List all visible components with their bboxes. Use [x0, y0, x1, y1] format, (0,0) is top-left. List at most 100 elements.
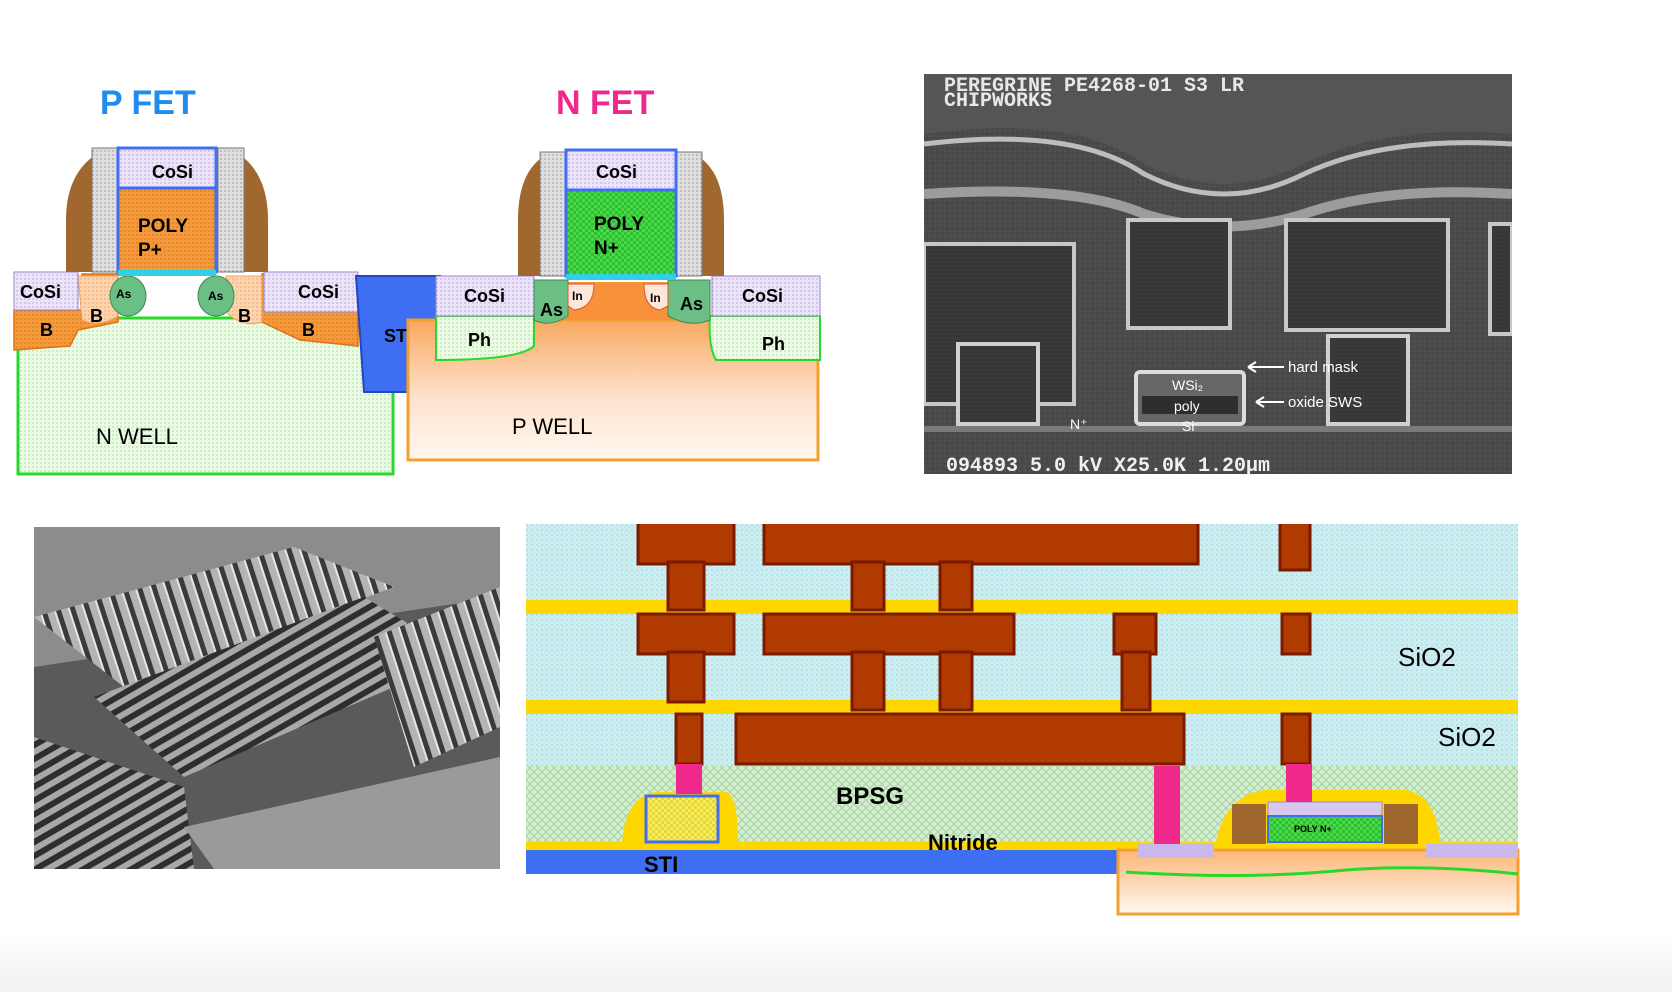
- interconnect-stack: POLY N+ SiO2 SiO2 BPSG Nitride STI: [526, 524, 1520, 916]
- right-sd-left: [1138, 844, 1214, 858]
- sem-via-left: [956, 342, 1040, 426]
- nfet-left-as-label: As: [540, 300, 563, 320]
- nfet-right-ph-label: Ph: [762, 334, 785, 354]
- liner-1: [526, 600, 1518, 614]
- sem-block-center: [1126, 218, 1232, 330]
- right-gate-poly-label: POLY N+: [1294, 824, 1332, 834]
- nfet-poly-label-1: POLY: [594, 214, 644, 235]
- nfet-right-as: [667, 279, 711, 324]
- contact-plug-right: [1286, 764, 1312, 802]
- liner-2: [526, 700, 1518, 714]
- nfet-poly-label-2: N+: [594, 238, 619, 259]
- nfet-gate-cosi: [564, 148, 678, 192]
- photo-rail-field-3: [374, 587, 500, 767]
- metal-top-plate: [762, 524, 1200, 566]
- nfet-poly-gate: [564, 188, 678, 278]
- interconnect-photo: [34, 527, 500, 869]
- n-well-label: N WELL: [96, 424, 178, 449]
- nfet-left-ph: [435, 315, 535, 362]
- sem-label-nplus: N⁺: [1070, 416, 1088, 432]
- pfet-right-pocket: [225, 275, 263, 325]
- sti-band: [526, 850, 1130, 874]
- right-gate-poly: [1267, 815, 1383, 843]
- pfet-b-label-1: B: [40, 320, 53, 340]
- pfet-title: P FET: [100, 84, 196, 122]
- sem-via-right: [1326, 334, 1410, 426]
- nfet-title: N FET: [556, 84, 654, 122]
- metal-mid-plate: [762, 612, 1016, 656]
- contact-plug-mid: [1154, 766, 1180, 844]
- nfet-right-cosi-label: CoSi: [742, 286, 783, 306]
- via-mid-3: [938, 650, 974, 712]
- photo-rail-field-4: [34, 737, 194, 869]
- sio2-lower-label: SiO2: [1438, 722, 1496, 752]
- sem-header-2: CHIPWORKS: [944, 90, 1052, 113]
- oxide-sws-arrow-icon: [1255, 396, 1284, 408]
- nfet-liner-right: [675, 151, 703, 277]
- poly-on-sti: [644, 794, 720, 844]
- nfet-right-in-label: In: [650, 291, 661, 305]
- sem-label-poly: poly: [1174, 398, 1200, 414]
- contact-plug-left: [676, 764, 702, 794]
- pfet-as-label-left: As: [116, 287, 132, 301]
- nfet-right-ph: [708, 315, 821, 361]
- via-top-2: [850, 560, 886, 612]
- pfet-b-label-2: B: [90, 306, 103, 326]
- sem-gate-poly: [1142, 396, 1238, 414]
- sem-block-edge: [1488, 222, 1512, 336]
- pfet-gate-oxide: [118, 270, 216, 276]
- right-spacer-right: [1384, 804, 1418, 844]
- nfet-right-as-label: As: [680, 294, 703, 314]
- via-top-1: [666, 560, 706, 612]
- metal-low-plate: [734, 712, 1186, 766]
- n-well: [16, 316, 395, 476]
- via-mid-4: [1120, 650, 1152, 712]
- hard-mask-arrow-icon: [1247, 361, 1284, 373]
- device-well: [1116, 848, 1520, 916]
- nfet-left-ph-label: Ph: [468, 330, 491, 350]
- sem-micrograph: WSi₂ poly Si N⁺ hard mask oxide SWS PERE…: [924, 74, 1512, 474]
- nfet-right-cosi: [711, 275, 821, 317]
- sio2-upper-label: SiO2: [1398, 642, 1456, 672]
- nfet-gate-cosi-label: CoSi: [596, 162, 637, 182]
- pfet-liner-left: [91, 147, 119, 273]
- pfet-right-cosi-label: CoSi: [298, 282, 339, 302]
- pfet-poly-label-2: P+: [138, 240, 162, 261]
- nitride-label: Nitride: [928, 830, 998, 855]
- right-sd-right: [1426, 844, 1518, 858]
- pfet-b-label-3: B: [238, 306, 251, 326]
- via-low-right: [1280, 712, 1312, 766]
- nfet-left-in-label: In: [572, 289, 583, 303]
- photo-floor: [184, 757, 500, 869]
- pfet-gate-cosi: [116, 146, 218, 190]
- nfet-left-cosi: [435, 275, 535, 317]
- pfet-gate-cosi-label: CoSi: [152, 162, 193, 182]
- metal-top-stub-right: [1278, 524, 1312, 572]
- pfet-poly-gate: [116, 186, 218, 274]
- nfet-left-as: [533, 279, 569, 324]
- nfet-right-in: [643, 283, 669, 311]
- sem-top-layer: [924, 74, 1512, 184]
- sem-annot-hard-mask: hard mask: [1288, 359, 1359, 376]
- nfet-gate-oxide: [566, 274, 676, 280]
- via-right-tall: [1280, 612, 1312, 656]
- sem-footer: 094893 5.0 kV X25.0K 1.20µm: [946, 455, 1270, 474]
- pfet-liner-right: [217, 147, 245, 273]
- photo-rail-field-1: [34, 547, 394, 687]
- pfet-left-cosi: [13, 271, 79, 311]
- sem-header-1: PEREGRINE PE4268-01 S3 LR: [944, 75, 1244, 98]
- fet-cross-section: P FET CoSi POLY P+ CoSi CoSi B B B B As …: [13, 84, 821, 476]
- via-mid-1: [666, 650, 706, 704]
- metal-mid-stub-left: [636, 612, 736, 656]
- sem-label-si: Si: [1182, 418, 1194, 434]
- sem-layer-line-1: [924, 136, 1512, 197]
- sem-block-right: [1284, 218, 1450, 332]
- via-low-left: [674, 712, 704, 766]
- pfet-poly-label-1: POLY: [138, 216, 188, 237]
- pfet-left-cosi-label: CoSi: [20, 282, 61, 302]
- sem-label-wsi2: WSi₂: [1172, 377, 1203, 393]
- nfet-liner-left: [539, 151, 567, 277]
- device-well-top: [1125, 866, 1519, 878]
- p-well-label: P WELL: [512, 414, 592, 439]
- metal-top-stub-left: [636, 524, 736, 566]
